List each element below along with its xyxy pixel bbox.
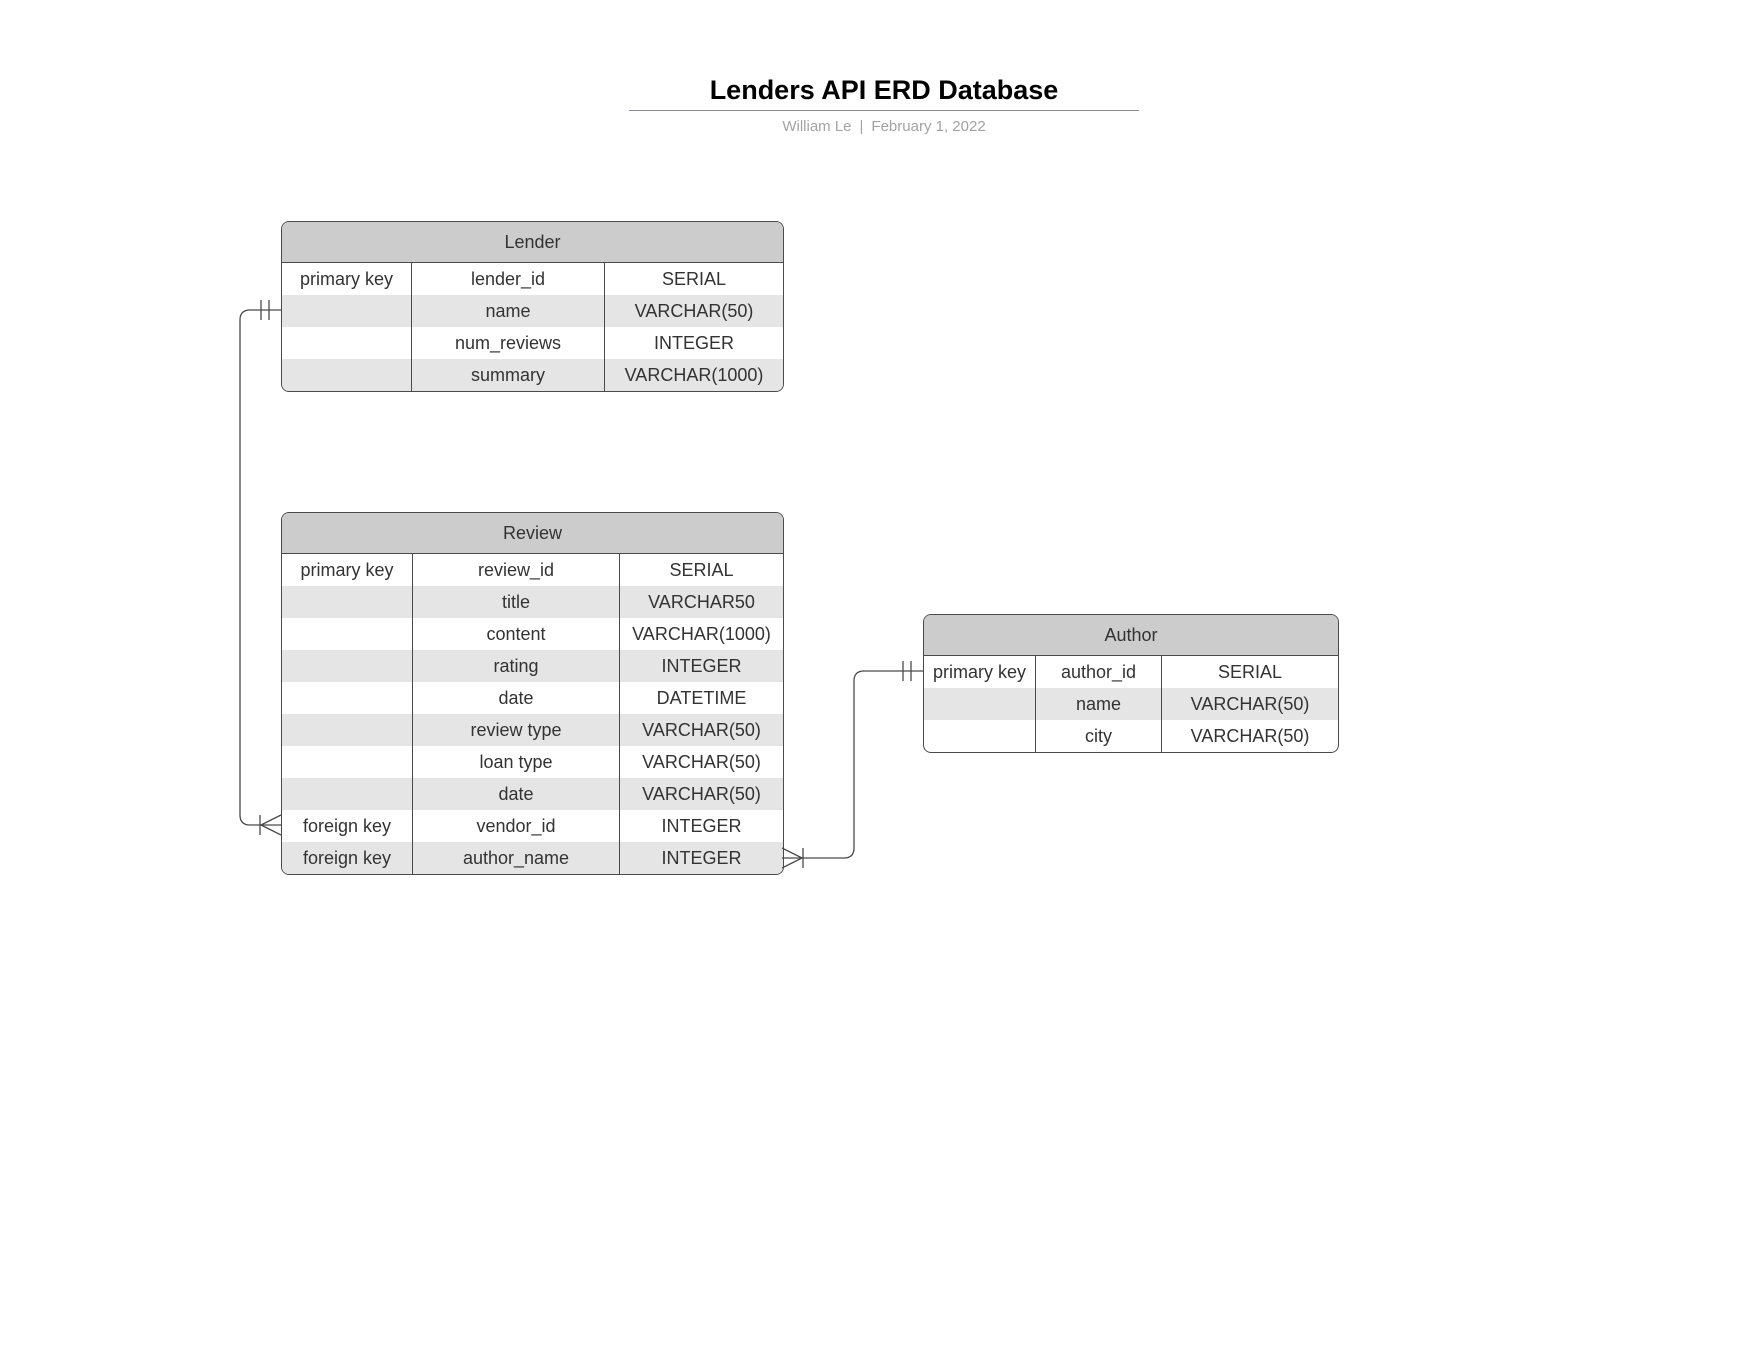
key-cell: primary key [282, 263, 412, 295]
field-name-cell: title [413, 586, 620, 618]
table-row[interactable]: date DATETIME [282, 682, 783, 714]
lender-table-header: Lender [282, 222, 783, 263]
table-row[interactable]: summary VARCHAR(1000) [282, 359, 783, 391]
review-table[interactable]: Review primary key review_id SERIAL titl… [281, 512, 784, 875]
key-cell [282, 586, 413, 618]
key-cell [282, 327, 412, 359]
crows-foot-marker [781, 847, 803, 859]
table-row[interactable]: primary key author_id SERIAL [924, 656, 1338, 688]
field-type-cell: SERIAL [669, 560, 734, 580]
table-row[interactable]: city VARCHAR(50) [924, 720, 1338, 752]
field-type-cell: VARCHAR(1000) [624, 365, 764, 385]
meta-separator: | [859, 118, 864, 135]
field-name-cell: lender_id [412, 263, 605, 295]
field-name-cell: author_id [1036, 656, 1162, 688]
field-name-cell: review type [413, 714, 620, 746]
field-type-cell: INTEGER [661, 656, 742, 676]
field-name-cell: loan type [413, 746, 620, 778]
field-name-cell: content [413, 618, 620, 650]
field-name-cell: num_reviews [412, 327, 605, 359]
author-table[interactable]: Author primary key author_id SERIAL name… [923, 614, 1339, 753]
field-type-cell: SERIAL [1217, 662, 1283, 682]
field-name-cell: author_name [413, 842, 620, 874]
table-row[interactable]: foreign key vendor_id INTEGER [282, 810, 783, 842]
document-header: Lenders API ERD Database William Le | Febr… [629, 70, 1139, 137]
key-cell [282, 778, 413, 810]
field-name-cell: summary [412, 359, 605, 391]
crows-foot-marker [260, 814, 282, 826]
key-cell [924, 720, 1036, 752]
author-table-header: Author [924, 615, 1338, 656]
crows-foot-marker [781, 857, 803, 869]
table-row[interactable]: content VARCHAR(1000) [282, 618, 783, 650]
review-table-header: Review [282, 513, 783, 554]
connector-line [239, 309, 281, 826]
table-row[interactable]: review type VARCHAR(50) [282, 714, 783, 746]
field-type-cell: INTEGER [661, 816, 742, 836]
field-type-cell: VARCHAR(50) [1190, 694, 1310, 714]
author-name: William Le [782, 118, 852, 135]
field-name-cell: date [413, 778, 620, 810]
page-title: Lenders API ERD Database [629, 70, 1139, 111]
key-cell [924, 688, 1036, 720]
field-type-cell: VARCHAR(50) [642, 720, 761, 740]
field-type-cell: INTEGER [653, 333, 734, 353]
key-cell: primary key [924, 656, 1036, 688]
table-row[interactable]: primary key lender_id SERIAL [282, 263, 783, 295]
field-name-cell: name [1036, 688, 1162, 720]
connector-line [782, 670, 923, 859]
field-name-cell: name [412, 295, 605, 327]
field-name-cell: city [1036, 720, 1162, 752]
key-cell: foreign key [282, 810, 413, 842]
field-type-cell: VARCHAR(50) [642, 752, 761, 772]
table-row[interactable]: name VARCHAR(50) [924, 688, 1338, 720]
key-cell: primary key [282, 554, 413, 586]
table-row[interactable]: foreign key author_name INTEGER [282, 842, 783, 874]
document-meta: William Le | February 1, 2022 [629, 117, 1139, 137]
crows-foot-marker [260, 824, 282, 836]
key-cell [282, 714, 413, 746]
field-name-cell: rating [413, 650, 620, 682]
lender-review-connector[interactable] [239, 300, 282, 836]
lender-table[interactable]: Lender primary key lender_id SERIAL name… [281, 221, 784, 392]
table-row[interactable]: name VARCHAR(50) [282, 295, 783, 327]
field-type-cell: VARCHAR50 [648, 592, 755, 612]
author-review-connector[interactable] [781, 661, 923, 869]
field-type-cell: VARCHAR(1000) [632, 624, 771, 644]
document-date: February 1, 2022 [871, 118, 986, 135]
field-type-cell: VARCHAR(50) [634, 301, 754, 321]
field-type-cell: VARCHAR(50) [642, 784, 761, 804]
key-cell [282, 359, 412, 391]
table-row[interactable]: loan type VARCHAR(50) [282, 746, 783, 778]
key-cell [282, 295, 412, 327]
table-row[interactable]: rating INTEGER [282, 650, 783, 682]
table-row[interactable]: title VARCHAR50 [282, 586, 783, 618]
table-row[interactable]: num_reviews INTEGER [282, 327, 783, 359]
field-type-cell: VARCHAR(50) [1190, 726, 1310, 746]
key-cell [282, 682, 413, 714]
field-name-cell: review_id [413, 554, 620, 586]
field-type-cell: SERIAL [661, 269, 727, 289]
table-row[interactable]: date VARCHAR(50) [282, 778, 783, 810]
key-cell [282, 746, 413, 778]
key-cell: foreign key [282, 842, 413, 874]
field-type-cell: DATETIME [656, 688, 747, 708]
field-name-cell: vendor_id [413, 810, 620, 842]
table-row[interactable]: primary key review_id SERIAL [282, 554, 783, 586]
key-cell [282, 650, 413, 682]
key-cell [282, 618, 413, 650]
field-type-cell: INTEGER [661, 848, 742, 868]
field-name-cell: date [413, 682, 620, 714]
